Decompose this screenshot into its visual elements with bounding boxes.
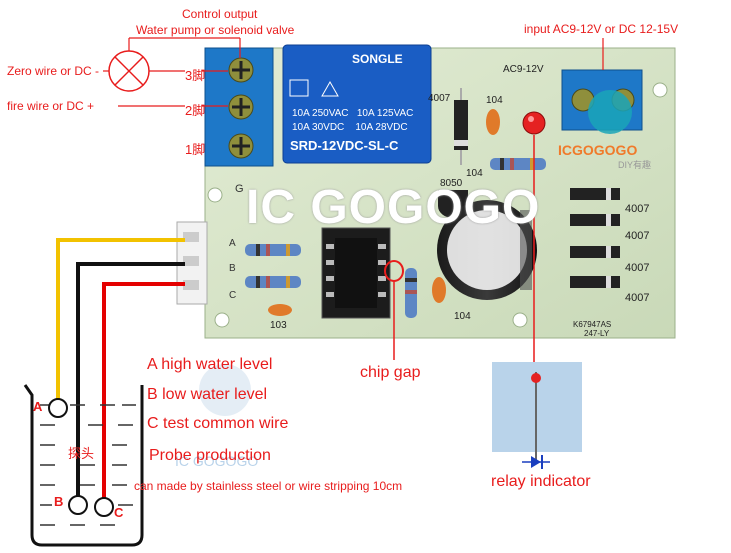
led-red [522, 111, 546, 135]
resistor [405, 268, 417, 318]
control-output-subtitle: Water pump or solenoid valve [136, 23, 295, 37]
diode-bridge [570, 188, 620, 288]
water-beaker [23, 384, 144, 547]
probe-a-label: A [33, 399, 43, 414]
relay-rating-2: 10A 30VDC 10A 28VDC [292, 122, 408, 133]
diode-label-1: 4007 [625, 203, 650, 215]
legend-c: C test common wire [147, 415, 289, 432]
indicator-led [531, 373, 541, 383]
probe-production-label: Probe production [149, 447, 271, 464]
capacitor-104 [432, 277, 446, 303]
silk-c: C [229, 290, 237, 301]
cap-104-label: 104 [486, 95, 503, 106]
cap-104-label-2: 104 [466, 168, 483, 179]
terminal-3-label: 3脚 [185, 68, 206, 83]
transistor-label: 8050 [440, 178, 463, 189]
terminal-screw [228, 94, 254, 120]
legend-b: B low water level [147, 386, 268, 403]
resistor [490, 158, 546, 170]
watermark-small: IC GOGOGO [175, 453, 259, 469]
probe-b [68, 495, 88, 515]
terminal-1-label: 1脚 [185, 142, 206, 157]
ic-chip [335, 238, 377, 308]
probe-b-label: B [54, 494, 64, 509]
relay-model: SRD-12VDC-SL-C [290, 138, 399, 153]
mount-hole [214, 312, 230, 328]
ac-silk-label: AC9-12V [503, 64, 544, 75]
input-power-label: input AC9-12V or DC 12-15V [524, 22, 679, 36]
cap-103-label: 103 [270, 320, 287, 331]
wire-red [102, 282, 185, 498]
terminal-screw [228, 133, 254, 159]
cap-104-label-3: 104 [454, 311, 471, 322]
capacitor-104 [486, 109, 500, 135]
diode-top [454, 100, 468, 150]
terminal-screw [228, 57, 254, 83]
resistor [245, 244, 301, 256]
silk-a: A [229, 238, 236, 249]
cqc-mark [289, 79, 309, 97]
silk-g: G [235, 183, 244, 195]
mount-hole [207, 187, 223, 203]
resistor [245, 276, 301, 288]
watermark-circle [199, 364, 251, 416]
wire-yellow [56, 238, 185, 400]
fire-wire-label: fire wire or DC + [7, 99, 95, 113]
diode-label-3: 4007 [625, 262, 650, 274]
silk-b: B [229, 263, 236, 274]
diode-symbol-icon [522, 455, 550, 469]
probe-a [48, 398, 68, 418]
watermark-logo: ICGOGOGO [558, 142, 638, 158]
terminal-2-label: 2脚 [185, 103, 206, 118]
watermark-sub: DIY有趣 [618, 160, 652, 170]
chip-gap-label: chip gap [360, 364, 421, 381]
ic-pins [326, 244, 386, 297]
diode-label-4: 4007 [625, 292, 650, 304]
diode-top-label: 4007 [428, 93, 451, 104]
diode-label-2: 4007 [625, 230, 650, 242]
relay [282, 44, 432, 164]
probe-c-label: C [114, 505, 124, 520]
pcb-code-1: K67947AS [573, 320, 612, 329]
pcb-code-2: 247-LY [584, 329, 610, 338]
relay-brand: SONGLE [352, 52, 403, 66]
probe-c [94, 497, 114, 517]
probe-note: can made by stainless steel or wire stri… [134, 479, 403, 493]
capacitor-103 [268, 304, 292, 316]
watermark-main: IC GOGOGO [246, 181, 541, 234]
zero-wire-label: Zero wire or DC - [7, 64, 100, 78]
relay-indicator-label: relay indicator [491, 473, 591, 490]
mount-hole [512, 312, 528, 328]
logo-badge [588, 90, 632, 134]
relay-rating-1: 10A 250VAC 10A 125VAC [292, 108, 414, 119]
triangle-mark [321, 80, 339, 97]
control-output-title: Control output [182, 7, 258, 21]
probe-cn-label: 探头 [68, 446, 95, 461]
wire-black [76, 262, 185, 496]
mount-hole [652, 82, 668, 98]
legend-a: A high water level [147, 356, 273, 373]
